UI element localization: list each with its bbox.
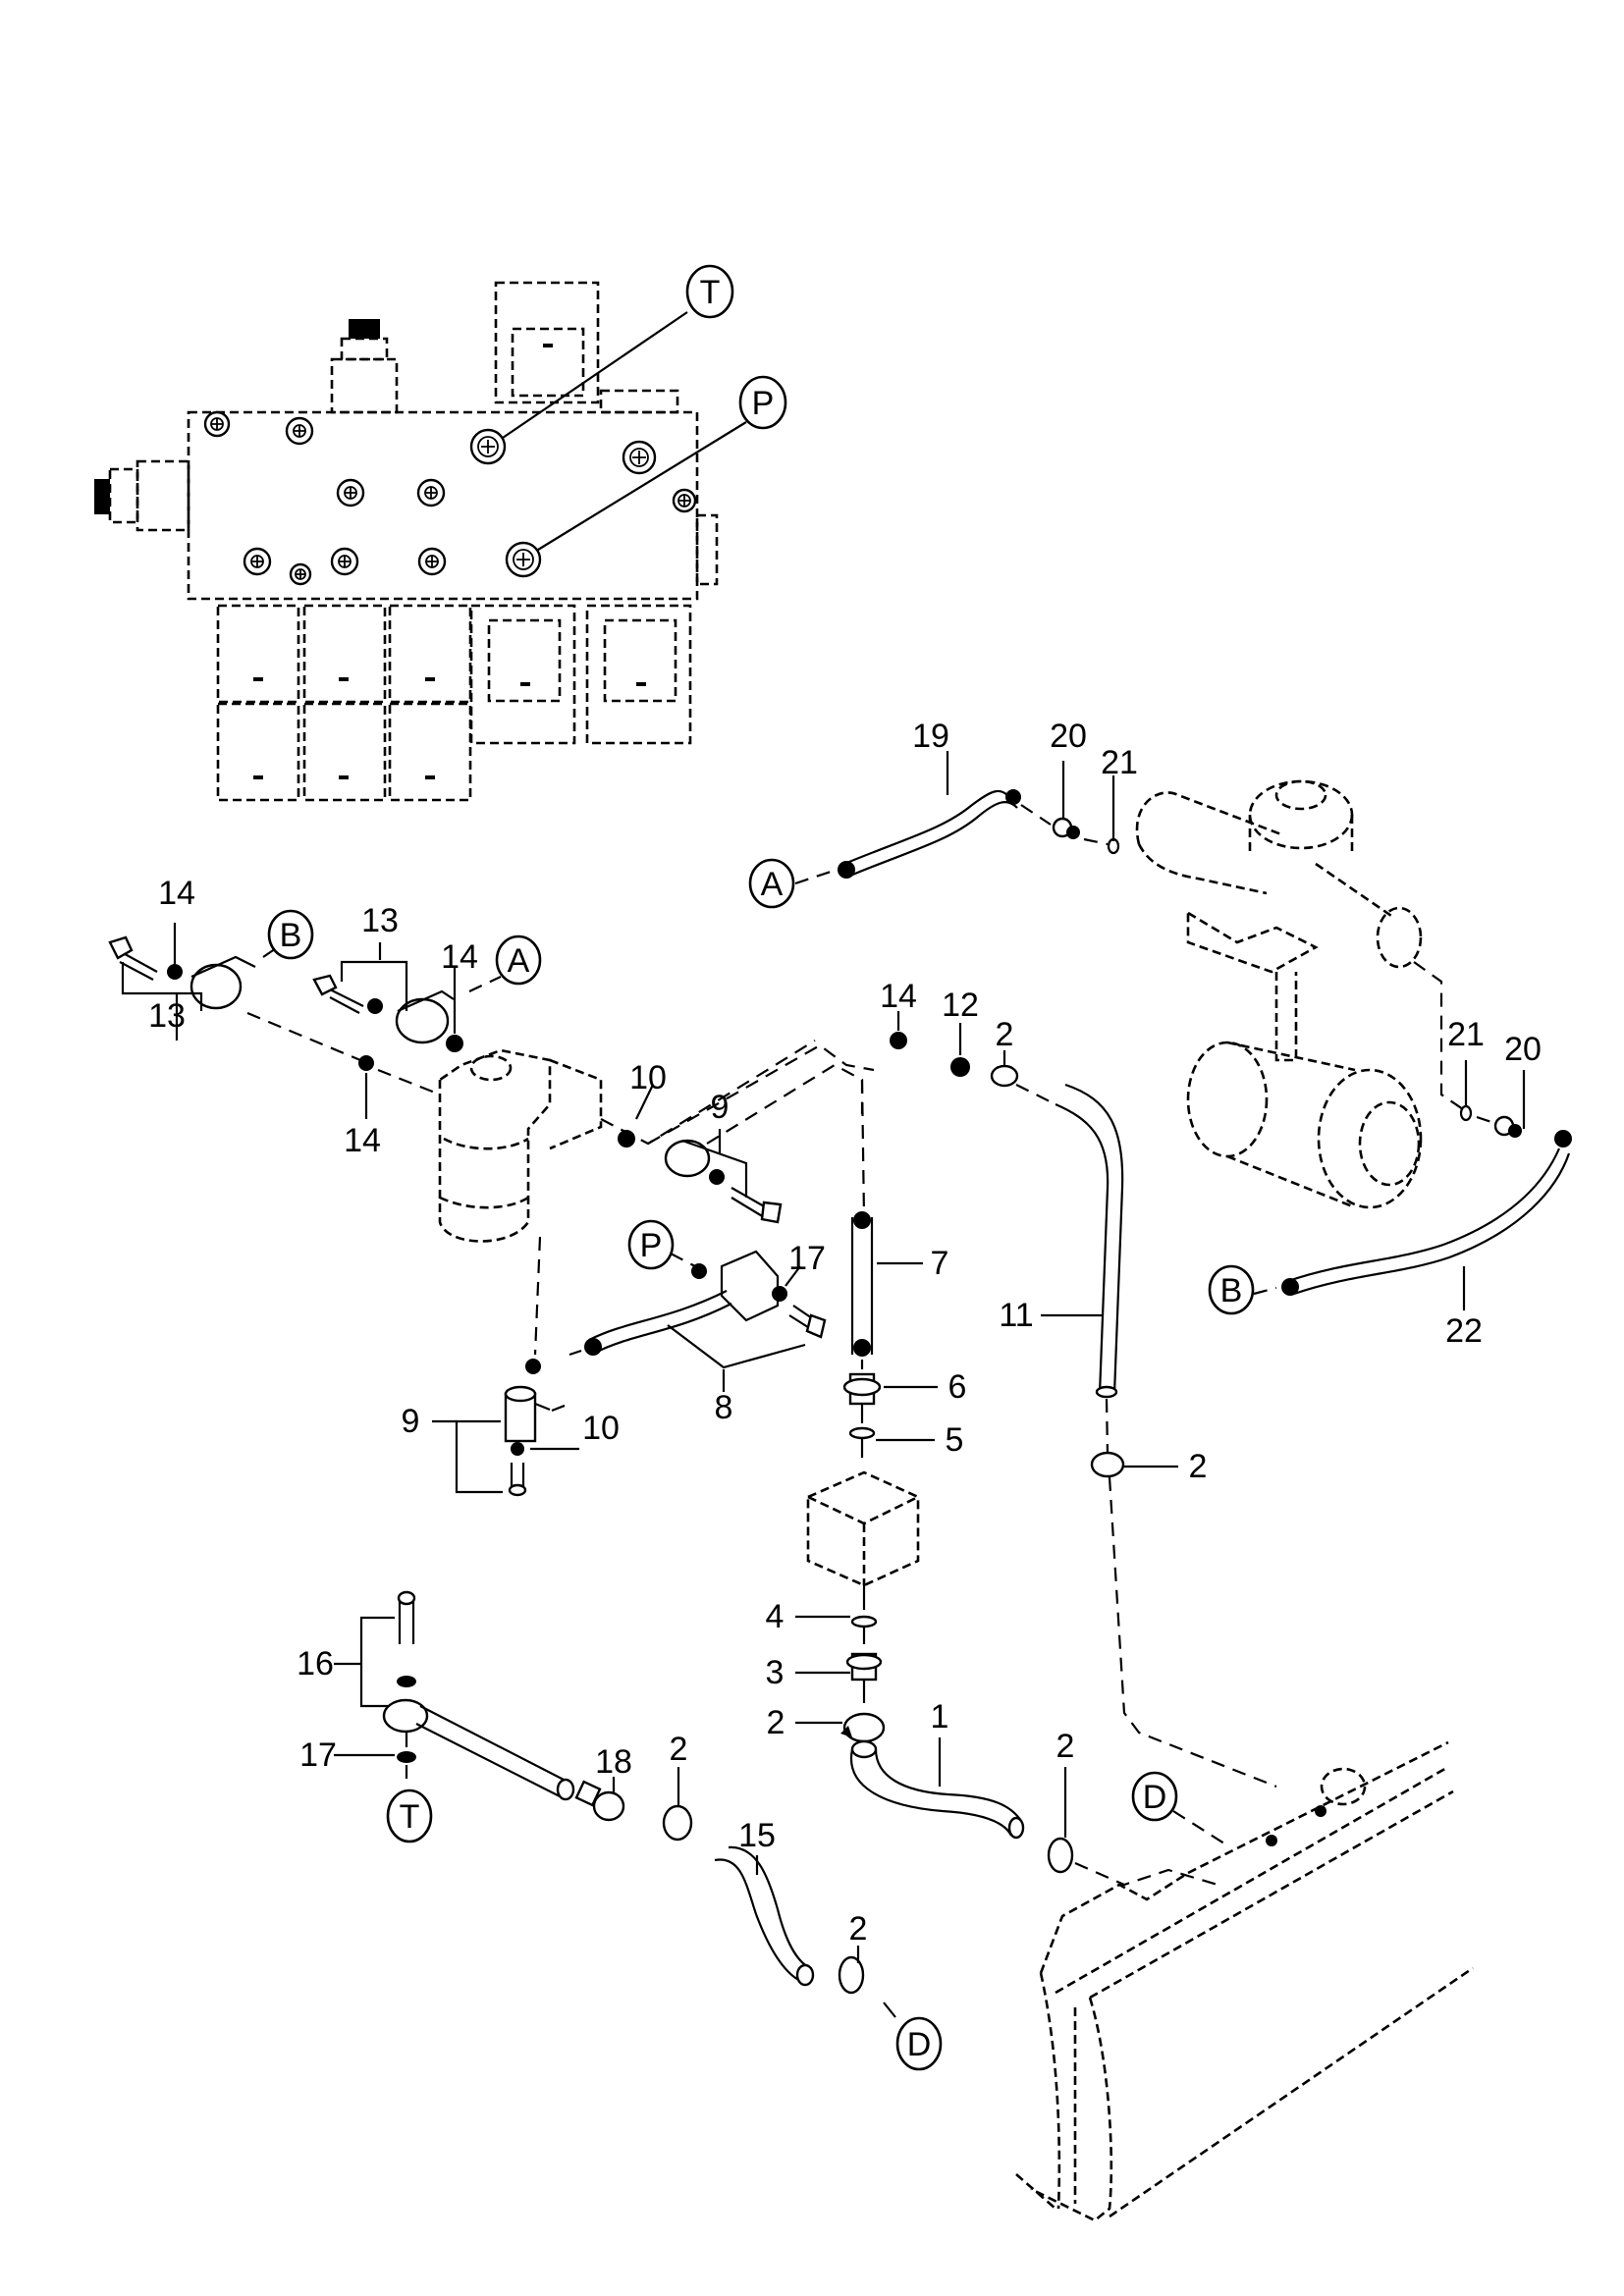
- callout-14: 14: [344, 1122, 381, 1159]
- callout-15: 15: [738, 1817, 776, 1854]
- port: [416, 478, 446, 507]
- callout-20: 20: [1504, 1031, 1542, 1068]
- svg-text:D: D: [907, 2026, 932, 2063]
- hydraulic-tank: [1015, 1740, 1474, 2222]
- callout-5: 5: [946, 1421, 964, 1459]
- svg-text:P: P: [752, 385, 775, 422]
- callout-2: 2: [767, 1704, 785, 1741]
- port-T: [469, 428, 507, 465]
- valve-ports: [203, 410, 697, 586]
- callout-18: 18: [595, 1743, 632, 1781]
- svg-text:B: B: [1220, 1272, 1243, 1309]
- leader-P: [537, 421, 747, 551]
- ref-marker-D: D: [895, 2016, 943, 2071]
- callout-14: 14: [441, 938, 478, 976]
- callout-22: 22: [1445, 1312, 1483, 1350]
- center-stack: [795, 1079, 938, 1743]
- leader-T: [502, 311, 688, 439]
- callout-6: 6: [948, 1368, 967, 1406]
- valve-top-fitting: [330, 319, 399, 414]
- svg-text:T: T: [700, 274, 721, 311]
- callout-11: 11: [999, 1297, 1033, 1334]
- svg-text:A: A: [761, 866, 784, 903]
- callout-17: 17: [788, 1240, 826, 1277]
- port: [285, 416, 314, 446]
- callout-7: 7: [931, 1245, 949, 1282]
- callout-12: 12: [942, 987, 979, 1024]
- callout-9: 9: [402, 1403, 420, 1440]
- callout-10: 10: [629, 1059, 667, 1096]
- steering-unit-group: [108, 923, 875, 1243]
- ref-marker-A: A: [748, 858, 795, 909]
- port: [622, 440, 657, 475]
- callout-14: 14: [880, 978, 917, 1015]
- svg-text:T: T: [400, 1798, 420, 1836]
- port: [336, 478, 365, 507]
- port: [243, 547, 272, 576]
- callout-3: 3: [766, 1654, 785, 1691]
- steering-swivel: [1135, 779, 1464, 1209]
- callout-13: 13: [148, 997, 186, 1035]
- callout-10: 10: [582, 1410, 620, 1447]
- callout-21: 21: [1101, 744, 1138, 781]
- port: [203, 410, 231, 438]
- pressure-line-8: [568, 1250, 827, 1392]
- callout-9: 9: [711, 1089, 730, 1126]
- hose-1: [849, 1737, 1218, 1887]
- callout-2: 2: [1189, 1448, 1208, 1485]
- callout-21: 21: [1447, 1016, 1485, 1053]
- ref-marker-A: A: [495, 934, 542, 986]
- callout-19: 19: [912, 718, 949, 755]
- svg-text:B: B: [280, 917, 302, 954]
- callout-4: 4: [766, 1598, 785, 1635]
- callout-20: 20: [1050, 718, 1087, 755]
- svg-text:P: P: [640, 1227, 663, 1264]
- port: [417, 547, 447, 576]
- callout-17: 17: [299, 1736, 337, 1774]
- solenoid-bank: [216, 604, 692, 802]
- callout-2: 2: [670, 1731, 688, 1768]
- svg-text:A: A: [508, 942, 530, 980]
- callout-16: 16: [297, 1645, 334, 1682]
- ref-marker-P-top: P: [738, 375, 787, 430]
- callout-2: 2: [996, 1016, 1014, 1053]
- valve-side-fitting: [94, 459, 190, 532]
- ref-marker-P: P: [627, 1219, 675, 1270]
- callout-2: 2: [1056, 1728, 1075, 1765]
- callout-2: 2: [849, 1910, 868, 1948]
- control-valve-block: [94, 281, 747, 802]
- port-P: [505, 541, 542, 578]
- ref-marker-T-top: T: [685, 264, 734, 319]
- callout-8: 8: [715, 1389, 733, 1426]
- callout-13: 13: [361, 902, 399, 939]
- svg-text:D: D: [1143, 1779, 1167, 1816]
- callout-1: 1: [931, 1698, 949, 1735]
- port: [672, 488, 697, 513]
- hose-19-assembly: [794, 751, 1120, 885]
- ref-marker-D: D: [1131, 1771, 1178, 1822]
- ref-marker-T: T: [386, 1789, 433, 1843]
- hose-22-assembly: [1253, 1060, 1572, 1310]
- callouts: T P 19 20 21 A 14 B 13 14 A 13 14 10 9 P…: [148, 264, 1542, 2071]
- return-line-16-18: [334, 1590, 896, 2018]
- return-hose-11: [890, 1011, 1277, 1789]
- fitting-9-lower: [432, 1236, 579, 1497]
- port: [330, 547, 359, 576]
- callout-14: 14: [158, 875, 195, 912]
- port: [289, 562, 312, 586]
- valve-top-solenoid: [494, 281, 679, 414]
- ref-marker-B: B: [1208, 1264, 1255, 1315]
- ref-marker-B: B: [267, 909, 314, 960]
